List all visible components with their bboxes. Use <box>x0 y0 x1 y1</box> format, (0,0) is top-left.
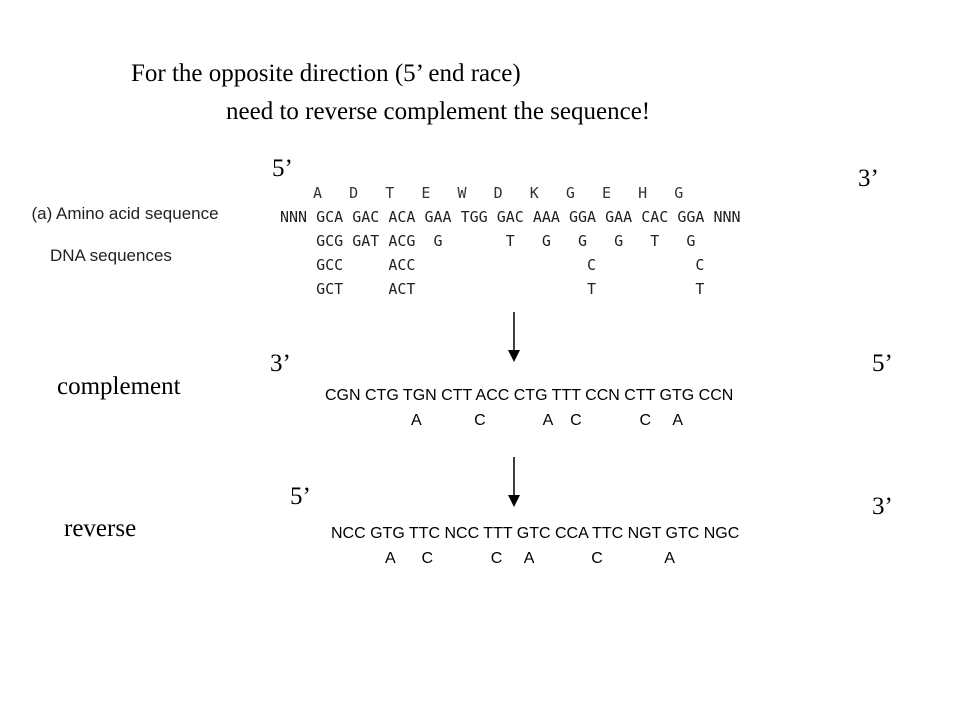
reverse-3prime-label: 3’ <box>872 493 893 520</box>
figure-caption-line-2: DNA sequences <box>50 246 172 265</box>
dna-row-4: GCT ACT T T <box>280 280 705 298</box>
complement-sequence: CGN CTG TGN CTT ACC CTG TTT CCN CTT GTG … <box>325 387 734 404</box>
reverse-variants: A C C A C A <box>385 550 675 567</box>
dna-row-1: NNN GCA GAC ACA GAA TGG GAC AAA GGA GAA … <box>280 208 741 226</box>
complement-variants: A C A C C A <box>411 412 684 429</box>
figure-3prime-label: 3’ <box>858 165 879 192</box>
dna-row-2: GCG GAT ACG G T G G G T G <box>280 232 696 250</box>
complement-5prime-label: 5’ <box>872 350 893 377</box>
reverse-label: reverse <box>64 515 137 542</box>
reverse-sequence: NCC GTG TTC NCC TTT GTC CCA TTC NGT GTC … <box>331 525 740 542</box>
down-arrow-icon <box>508 312 520 362</box>
amino-acid-sequence: A D T E W D K G E H G <box>313 184 684 202</box>
title-line-1: For the opposite direction (5’ end race) <box>131 60 521 87</box>
title-line-2: need to reverse complement the sequence! <box>226 98 651 125</box>
complement-label: complement <box>57 373 181 400</box>
figure-5prime-label: 5’ <box>272 155 293 182</box>
down-arrow-icon <box>508 457 520 507</box>
dna-row-3: GCC ACC C C <box>280 256 705 274</box>
reverse-5prime-label: 5’ <box>290 483 311 510</box>
figure-caption: (a) Amino acid sequence DNA sequences <box>22 182 219 287</box>
figure-caption-line-1: (a) Amino acid sequence <box>31 204 219 223</box>
complement-3prime-label: 3’ <box>270 350 291 377</box>
